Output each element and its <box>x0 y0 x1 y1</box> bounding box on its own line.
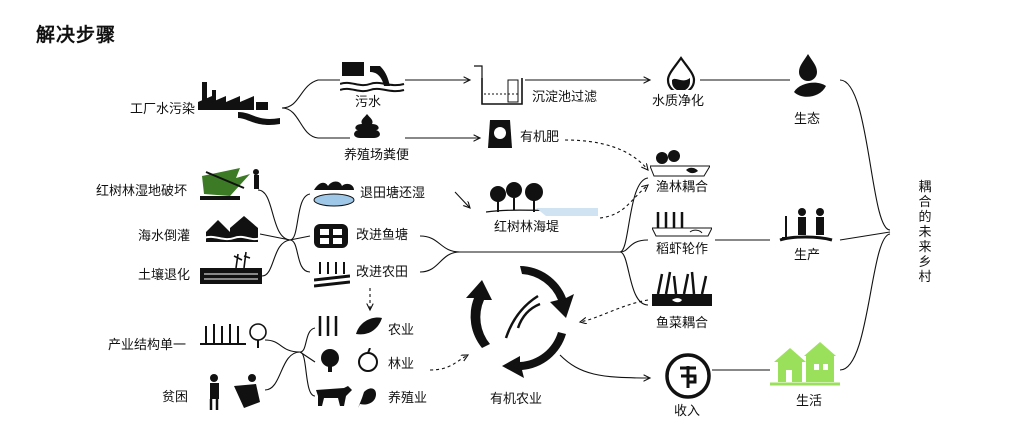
farmland-icon <box>314 262 350 288</box>
sedimentation-tank-icon <box>474 65 523 105</box>
money-coin-icon <box>665 353 711 399</box>
crop-icon <box>318 316 382 336</box>
village-house-icon <box>770 342 840 386</box>
livestock-icon <box>316 386 376 408</box>
soil-degradation-icon <box>200 251 262 284</box>
seawater-intrusion-icon <box>204 216 260 242</box>
sedimentation-label: 沉淀池过滤 <box>532 90 598 105</box>
water-purification-label: 水质净化 <box>652 94 705 109</box>
improve-pond-label: 改进鱼塘 <box>356 228 409 243</box>
manure-icon <box>354 114 380 138</box>
poverty-label: 贫困 <box>162 390 189 405</box>
ecology-label: 生态 <box>794 112 821 127</box>
factory-icon <box>198 82 280 125</box>
rice-shrimp-icon <box>652 212 712 237</box>
production-label: 生产 <box>794 248 821 263</box>
seawater-intrusion-label: 海水倒灌 <box>138 229 191 244</box>
farmers-icon <box>779 208 833 242</box>
fish-vegetable-label: 鱼菜耦合 <box>656 316 709 331</box>
mangrove-destruction-label: 红树林湿地破坏 <box>96 184 188 199</box>
recycle-arrows-icon <box>466 266 574 378</box>
orchard-icon <box>321 348 378 372</box>
improve-farmland-label: 改进农田 <box>356 265 409 280</box>
organic-fertilizer-label: 有机肥 <box>520 130 560 145</box>
future-village-label: 耦合的未来乡村 <box>918 180 932 285</box>
husbandry-label: 养殖业 <box>388 391 428 406</box>
mangrove-destruction-icon <box>200 168 259 200</box>
forestry-label: 林业 <box>388 357 415 372</box>
fertilizer-bag-icon <box>488 120 512 148</box>
single-industry-icon <box>200 323 267 348</box>
single-industry-label: 产业结构单一 <box>108 338 187 353</box>
fish-pond-icon <box>314 224 348 248</box>
poverty-icon <box>209 374 260 410</box>
ecology-drop-leaf-icon <box>794 54 826 97</box>
organic-agriculture-label: 有机农业 <box>490 392 543 407</box>
page-title: 解决步骤 <box>36 24 117 46</box>
mangrove-dike-label: 红树林海堤 <box>494 220 560 235</box>
rice-shrimp-label: 稻虾轮作 <box>656 242 709 257</box>
living-label: 生活 <box>796 394 823 409</box>
manure-label: 养殖场粪便 <box>344 148 410 163</box>
return-wetland-label: 退田塘还湿 <box>360 186 426 201</box>
mangrove-dike-icon <box>486 182 599 216</box>
fish-forest-icon <box>650 150 710 177</box>
wetland-icon <box>313 181 355 207</box>
agriculture-label: 农业 <box>388 323 415 338</box>
water-drop-icon <box>666 56 696 90</box>
sewage-icon <box>340 62 405 93</box>
soil-degradation-label: 土壤退化 <box>138 268 191 283</box>
fish-vegetable-icon <box>652 271 712 306</box>
income-label: 收入 <box>674 404 701 419</box>
fish-forest-label: 渔林耦合 <box>656 180 709 195</box>
sewage-label: 污水 <box>355 95 382 110</box>
industrial-pollution-label: 工厂水污染 <box>130 102 196 117</box>
